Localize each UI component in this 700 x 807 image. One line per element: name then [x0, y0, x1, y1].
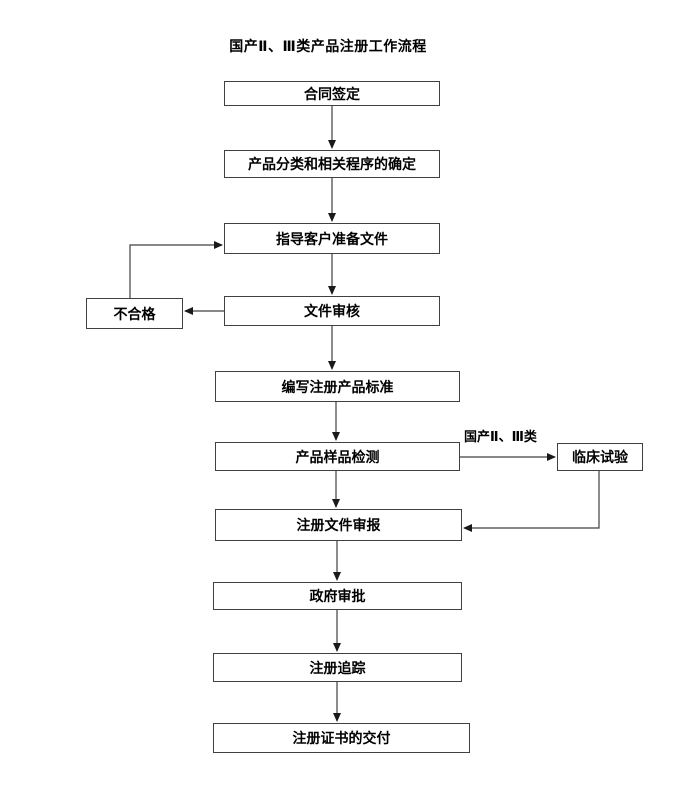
arrow-unqualified-to-guide: [129, 241, 223, 298]
step-registration-tracking: 注册追踪: [213, 653, 462, 682]
edge-label-domestic-class-2-3: 国产Ⅱ、Ⅲ类: [464, 430, 537, 445]
step-registration-document-submission: 注册文件审报: [215, 509, 462, 541]
arrow-clinical-to-submission: [463, 471, 600, 532]
step-document-review: 文件审核: [224, 296, 440, 326]
page-title: 国产Ⅱ、Ⅲ类产品注册工作流程: [229, 39, 427, 55]
step-contract-signing: 合同签定: [224, 81, 440, 106]
step-write-product-standard: 编写注册产品标准: [215, 371, 460, 402]
step-product-classification: 产品分类和相关程序的确定: [224, 150, 440, 178]
step-product-sample-testing: 产品样品检测: [215, 442, 460, 471]
step-certificate-delivery: 注册证书的交付: [213, 723, 470, 753]
box-clinical-trial: 临床试验: [557, 443, 643, 471]
box-unqualified: 不合格: [86, 298, 183, 329]
step-guide-customer-documents: 指导客户准备文件: [224, 223, 440, 254]
step-government-approval: 政府审批: [213, 582, 462, 610]
